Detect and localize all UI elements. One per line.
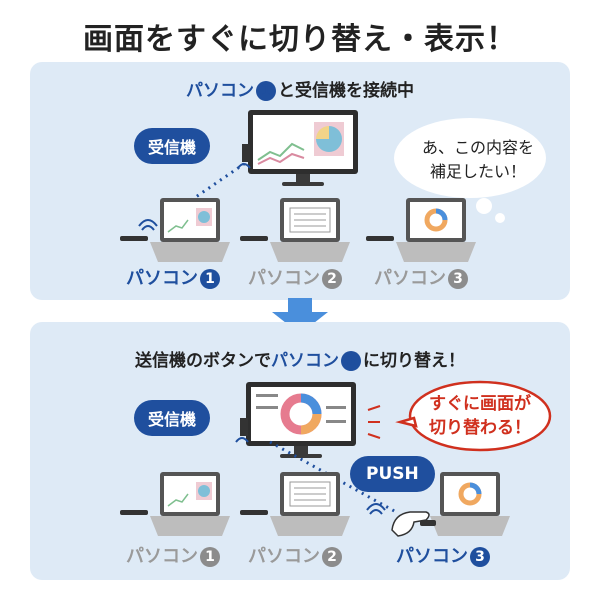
thought-line-2: 補足したい！ [429,162,526,181]
thought-text: あ、この内容を 補足したい！ [400,136,556,184]
wireless-icon [366,503,386,515]
laptop-2 [240,198,350,262]
heading-text: と受信機を接続中 [278,81,414,101]
receiver-dongle [235,418,249,443]
heading-pc-number: 3 [341,351,361,371]
alert-marks [367,405,381,439]
laptop-2 [240,472,350,536]
monitor [246,382,356,458]
receiver-label: 受信機 [134,400,211,436]
signal-line [269,440,397,514]
laptop-1 [120,472,230,536]
push-label: PUSH [350,456,435,492]
callout-bubble [395,380,552,452]
heading-pc-number: 1 [256,81,276,101]
hand-press-icon [391,511,436,537]
page-title: 画面をすぐに切り替え・表示！ [83,22,517,57]
laptop-1 [120,198,230,262]
thought-line-1: あ、この内容を [421,138,534,157]
heading-text-pre: 送信機のボタンで [135,351,271,371]
receiver-label: 受信機 [134,128,211,164]
laptop-3 [430,472,510,536]
callout-text: すぐに画面が 切り替わる！ [410,392,550,440]
heading-text-post: に切り替え！ [363,351,465,371]
heading-pc-label: パソコン [186,81,254,101]
thought-bubble [394,118,546,223]
laptop-3 [366,198,476,262]
callout-line-1: すぐに画面が [429,394,531,414]
heading-pc-label: パソコン [271,351,339,371]
monitor [248,110,358,186]
callout-line-2: 切り替わる！ [429,418,531,438]
wireless-icon [138,219,158,231]
